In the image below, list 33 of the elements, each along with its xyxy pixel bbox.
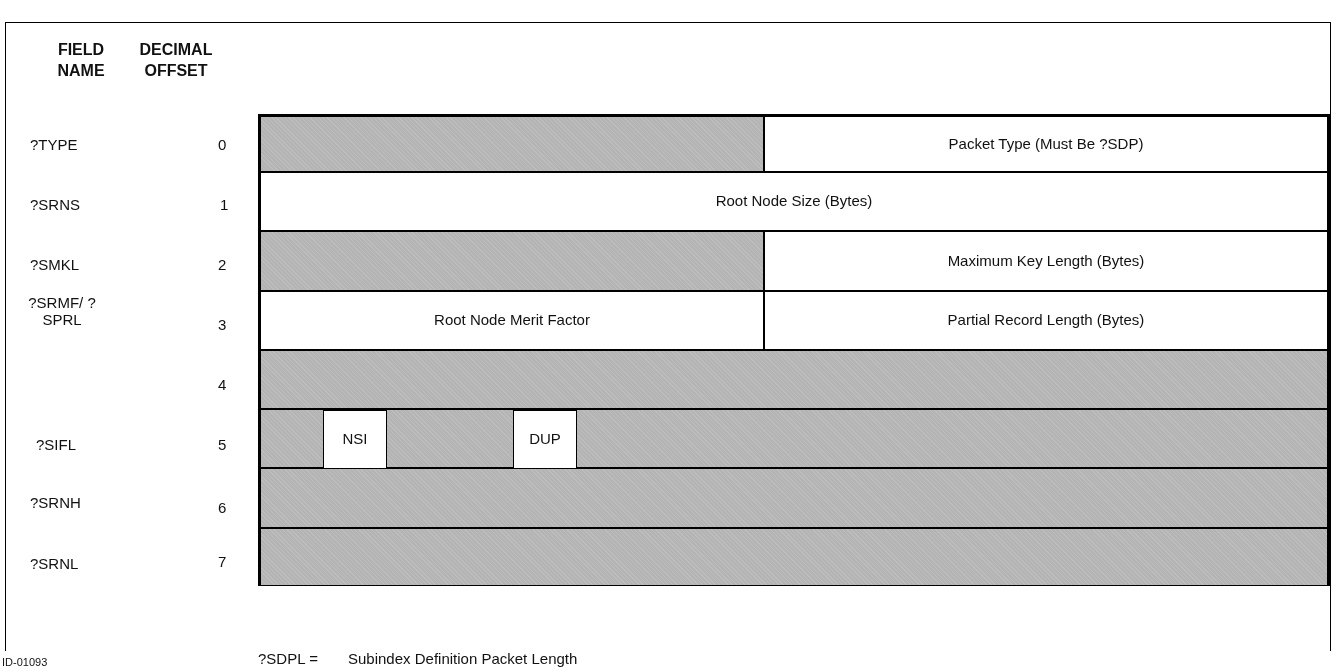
offset-number: 3 [218,316,227,333]
field-name: ?SMKL [30,256,80,273]
shaded-field [260,231,764,291]
column-header: DECIMAL OFFSET [138,40,214,81]
offset-number: 1 [220,196,229,213]
column-header: FIELD NAME [56,40,106,81]
field-box: NSI [323,410,387,469]
offset-number: 4 [218,376,227,393]
offset-number: 7 [218,553,227,570]
field-name: ?SRNH [30,494,81,511]
field-name: ?SRMF/ ?SPRL [27,294,97,328]
field-box: Maximum Key Length (Bytes) [764,231,1328,291]
field-box: Packet Type (Must Be ?SDP) [764,116,1328,172]
shaded-field [260,468,1328,528]
shaded-field [260,116,764,172]
field-name: ?TYPE [30,136,78,153]
offset-number: 2 [218,256,227,273]
field-name: ?SRNL [30,555,79,572]
figure-id: ID-01093 [2,656,48,668]
offset-number: 6 [218,499,227,516]
field-box: Root Node Size (Bytes) [260,172,1328,231]
offset-number: 0 [218,136,227,153]
equation-text: Subindex Definition Packet Length [348,650,578,667]
field-box: DUP [513,410,577,469]
shaded-field [260,409,1328,468]
offset-number: 5 [218,436,227,453]
equation-text: ?SDPL = [258,650,318,667]
field-name: ?SRNS [30,196,81,213]
field-box: Partial Record Length (Bytes) [764,291,1328,350]
field-box: Root Node Merit Factor [260,291,764,350]
field-name: ?SIFL [36,436,77,453]
shaded-field [260,350,1328,409]
shaded-field [260,528,1328,586]
